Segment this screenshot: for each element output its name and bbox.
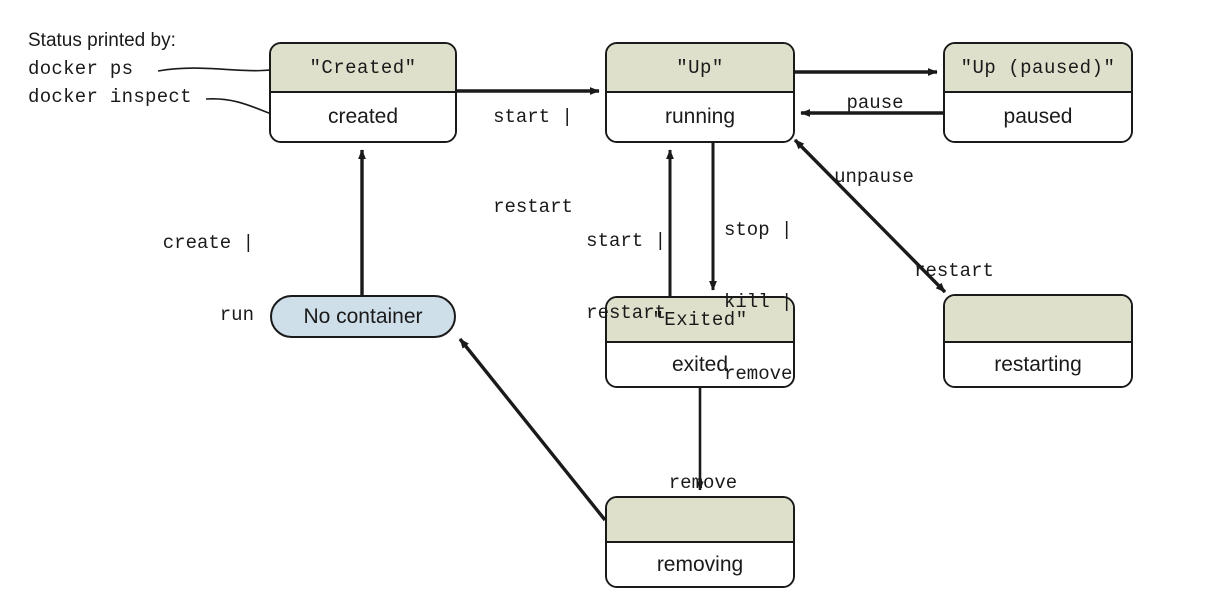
state-pill-no-container[interactable]: No container <box>270 295 456 338</box>
state-box-created[interactable]: "Created" created <box>269 42 457 143</box>
edge-label-start-restart-mid-line-0: start | <box>586 230 666 252</box>
state-name-removing: removing <box>607 543 793 586</box>
edge-label-pause: pause <box>830 43 920 163</box>
edge-label-stop-kill-remove-line-2: remove <box>724 363 793 385</box>
state-box-removing[interactable]: removing <box>605 496 795 588</box>
edge-label-create-run-line-1: run <box>219 304 254 326</box>
state-status-removing <box>607 498 793 543</box>
edge-restart <box>793 138 947 294</box>
edge-label-pause-line-0: pause <box>846 92 904 114</box>
state-status-up: "Up" <box>607 44 793 93</box>
state-box-up[interactable]: "Up" running <box>605 42 795 143</box>
state-box-exited[interactable]: "Exited" exited <box>605 296 795 388</box>
state-name-paused: paused <box>945 93 1131 141</box>
state-box-restarting[interactable]: restarting <box>943 294 1133 388</box>
edge-label-stop-kill-remove-line-1: kill | <box>724 291 793 313</box>
edge-label-unpause: unpause <box>815 117 933 237</box>
legend-heading: Status printed by: <box>28 30 176 51</box>
edge-label-restart-line-0: restart <box>914 260 994 282</box>
edge-label-create-run: create | run <box>149 183 254 375</box>
edge-label-restart: restart <box>905 211 1003 331</box>
state-status-up-paused: "Up (paused)" <box>945 44 1131 93</box>
state-name-exited: exited <box>607 343 793 386</box>
state-name-created: created <box>271 93 455 141</box>
edge-label-unpause-line-0: unpause <box>834 166 914 188</box>
edge-label-start-restart-exited: start | restart <box>556 181 666 373</box>
legend-command-docker-inspect: docker inspect <box>28 86 192 108</box>
edge-label-remove: remove <box>654 423 752 543</box>
state-box-up-paused[interactable]: "Up (paused)" paused <box>943 42 1133 143</box>
edge-label-create-run-line-0: create | <box>162 232 254 254</box>
edge-label-start-restart-top-line-1: restart <box>493 196 573 218</box>
pill-label: No container <box>303 304 423 328</box>
state-status-exited: "Exited" <box>607 298 793 343</box>
state-name-running: running <box>607 93 793 141</box>
legend-command-docker-ps: docker ps <box>28 58 134 80</box>
edge-label-start-restart-mid-line-1: restart <box>586 302 666 324</box>
edge-label-stop-kill-remove-line-0: stop | <box>724 219 793 241</box>
state-status-created: "Created" <box>271 44 455 93</box>
state-status-restarting <box>945 296 1131 343</box>
state-name-restarting: restarting <box>945 343 1131 386</box>
edge-label-start-restart-top-line-0: start | <box>493 106 573 128</box>
edge-label-remove-line-0: remove <box>668 472 738 494</box>
edge-label-start-restart-top: start | restart <box>472 57 594 267</box>
edge-label-stop-kill-remove: stop | kill | remove <box>724 170 834 434</box>
edge-removing-to-no-container <box>458 337 607 522</box>
